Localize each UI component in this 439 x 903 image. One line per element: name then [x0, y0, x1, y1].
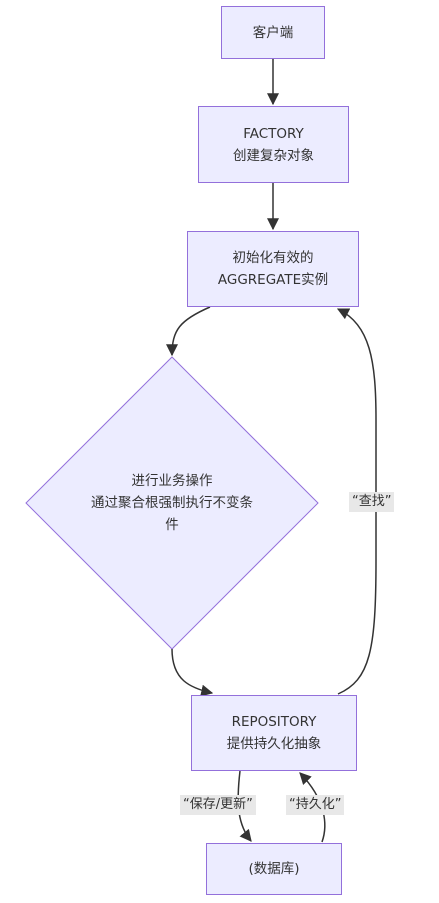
edge-aggregate-business [166, 306, 211, 357]
node-factory-line2: 创建复杂对象 [233, 147, 314, 164]
node-business: 进行业务操作 通过聚合根强制执行不变条 件 [72, 453, 272, 553]
node-aggregate: 初始化有效的 AGGREGATE实例 [187, 231, 359, 307]
edge-business-repository [171, 648, 214, 697]
edge-repository-aggregate [336, 308, 377, 695]
node-business-line2: 通过聚合根强制执行不变条 [91, 495, 253, 511]
node-factory: FACTORY 创建复杂对象 [198, 106, 349, 183]
edge-label-save-update: “保存/更新” [180, 795, 256, 815]
edge-label-persist: “持久化” [286, 795, 345, 815]
edge-label-find: “查找” [349, 492, 395, 512]
node-database-line1: (数据库) [248, 861, 300, 877]
node-repository: REPOSITORY 提供持久化抽象 [191, 695, 357, 771]
node-database: (数据库) [206, 843, 342, 895]
node-business-line1: 进行业务操作 [131, 473, 213, 489]
node-repository-line1: REPOSITORY [231, 714, 317, 730]
node-factory-line1: FACTORY [243, 125, 304, 142]
node-business-line3: 件 [165, 517, 179, 533]
node-aggregate-line2: AGGREGATE实例 [217, 272, 329, 288]
node-repository-line2: 提供持久化抽象 [226, 736, 322, 752]
node-client: 客户端 [221, 6, 325, 59]
node-client-line1: 客户端 [252, 24, 294, 41]
node-aggregate-line1: 初始化有效的 [232, 250, 314, 266]
